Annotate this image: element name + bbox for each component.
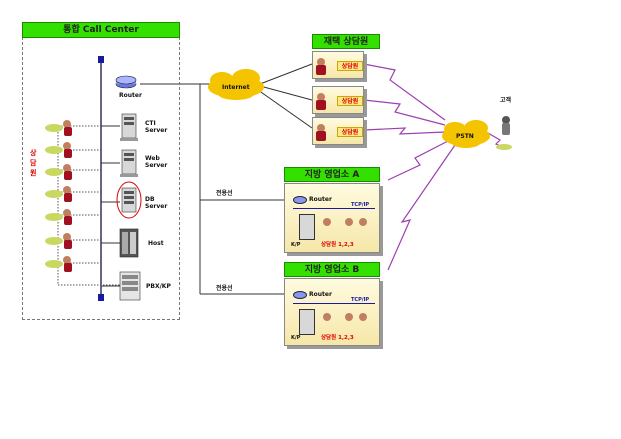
link-internet-home1 — [259, 63, 313, 85]
home-agent-tag-3: 상담원 — [337, 127, 363, 137]
branch-b-agent-icon — [345, 313, 353, 321]
pstn-label: PSTN — [456, 133, 474, 140]
branch-b-agents-label: 상담원 1,2,3 — [321, 335, 354, 341]
branch-a-router-icon — [293, 196, 307, 204]
cti-server-icon — [120, 113, 138, 141]
call-center-title: 통합 Call Center — [22, 22, 180, 38]
host-label: Host — [148, 240, 164, 247]
link-internet-home2 — [259, 85, 313, 101]
call-center-frame — [22, 22, 180, 320]
link-internet-home3 — [257, 89, 313, 129]
branch-a-agent-icon — [359, 218, 367, 226]
branch-b-box: Router TCP/IP K/P 상담원 1,2,3 — [284, 278, 380, 346]
home-agent-body-icon — [316, 65, 326, 75]
customer-icon — [496, 116, 512, 150]
customer-label: 고객 — [500, 97, 512, 104]
leased-line-label-a: 전용선 — [216, 190, 233, 197]
branch-a-lan-label: TCP/IP — [351, 202, 370, 208]
branch-a-kp-label: K/P — [291, 242, 301, 248]
pbx-label: PBX/KP — [146, 283, 171, 290]
internet-cloud — [208, 69, 264, 100]
router-label: Router — [119, 92, 142, 99]
web-server-icon — [120, 149, 138, 177]
branch-b-agent-icon — [323, 313, 331, 321]
branch-a-router-label: Router — [309, 196, 332, 203]
branch-a-agents-label: 상담원 1,2,3 — [321, 242, 354, 248]
pstn-cloud — [442, 120, 490, 148]
pstn-links — [363, 63, 506, 271]
internet-label: Internet — [222, 84, 250, 91]
branch-a-title: 지방 영업소 A — [284, 167, 380, 182]
home-agents-title: 재택 상담원 — [312, 34, 380, 49]
web-server-label: Web Server — [145, 155, 168, 169]
home-agent-person-icon — [317, 93, 325, 101]
backbone-top-cap — [98, 56, 104, 63]
branch-b-kp-icon — [299, 309, 315, 335]
branch-a-agent-icon — [345, 218, 353, 226]
branch-a-box: Router TCP/IP K/P 상담원 1,2,3 — [284, 183, 380, 253]
home-agent-box-1: 상담원 — [312, 51, 364, 79]
branch-a-lan-line — [293, 208, 375, 209]
agents-label: 상 담 원 — [30, 149, 37, 177]
db-server-icon — [116, 181, 142, 219]
home-agent-body-icon — [316, 100, 326, 110]
cti-server-label: CTI Server — [145, 120, 168, 134]
home-agent-box-2: 상담원 — [312, 86, 364, 114]
branch-b-router-label: Router — [309, 291, 332, 298]
leased-line-label-b: 전용선 — [216, 285, 233, 292]
db-server-label: DB Server — [145, 196, 168, 210]
branch-a-agent-icon — [323, 218, 331, 226]
home-agent-tag-1: 상담원 — [337, 61, 363, 71]
home-agent-body-icon — [316, 131, 326, 141]
branch-b-title: 지방 영업소 B — [284, 262, 380, 277]
branch-b-kp-label: K/P — [291, 335, 301, 341]
host-icon — [119, 228, 139, 258]
branch-a-kp-icon — [299, 214, 315, 240]
backbone-bottom-cap — [98, 294, 104, 301]
branch-b-lan-label: TCP/IP — [351, 297, 370, 303]
pbx-icon — [119, 271, 141, 301]
branch-b-router-icon — [293, 291, 307, 299]
home-agent-person-icon — [317, 124, 325, 132]
home-agent-tag-2: 상담원 — [337, 96, 363, 106]
branch-b-lan-line — [293, 303, 375, 304]
home-agent-box-3: 상담원 — [312, 117, 364, 145]
home-agent-person-icon — [317, 58, 325, 66]
call-center-agents — [45, 120, 72, 272]
branch-b-agent-icon — [359, 313, 367, 321]
router-icon — [115, 75, 137, 89]
